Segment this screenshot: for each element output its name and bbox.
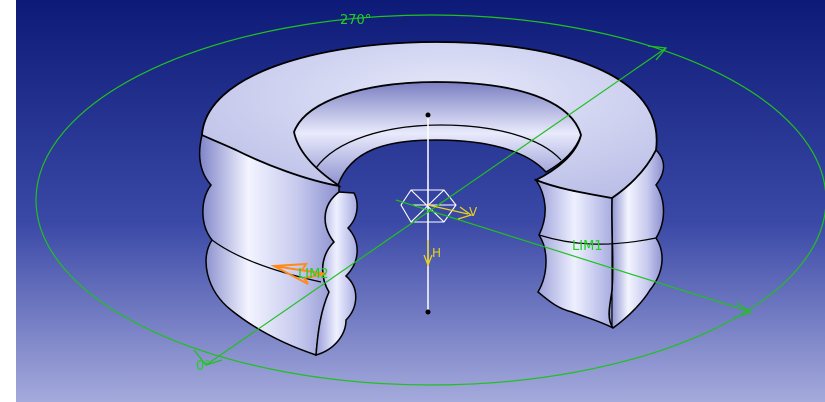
3d-scene[interactable]: 270° 0° LIM1 LIM2 H V <box>16 0 825 402</box>
angle-label-270[interactable]: 270° <box>340 13 371 28</box>
axis-label-h[interactable]: H <box>432 246 441 260</box>
top-face <box>201 41 658 199</box>
h-direction-arrow[interactable] <box>423 240 433 267</box>
3d-viewport[interactable]: 270° 0° LIM1 LIM2 H V <box>16 0 825 402</box>
revolved-part[interactable] <box>198 41 665 357</box>
limit-label-lim1[interactable]: LIM1 <box>572 239 603 254</box>
outer-groove-right <box>538 234 657 245</box>
inner-groove-line <box>315 124 562 169</box>
revolve-angle-ellipse <box>35 14 825 386</box>
axis-top-point[interactable] <box>425 112 431 118</box>
profile-direction-line <box>395 199 752 313</box>
limit-arrow-right[interactable] <box>733 302 753 319</box>
limit-label-lim2[interactable]: LIM2 <box>298 267 329 282</box>
compass-icon[interactable] <box>400 180 457 232</box>
v-direction-arrow[interactable] <box>427 204 473 220</box>
lim2-arrow[interactable] <box>270 262 327 285</box>
angle-label-0[interactable]: 0° <box>196 359 211 374</box>
limit-arrow-top[interactable] <box>647 45 668 61</box>
axis-bottom-point[interactable] <box>425 309 431 315</box>
outer-groove-left <box>211 239 322 283</box>
limit-arrow-bottom-left[interactable] <box>193 349 223 366</box>
axis-label-v[interactable]: V <box>469 205 478 219</box>
cut-face-left <box>315 191 358 357</box>
